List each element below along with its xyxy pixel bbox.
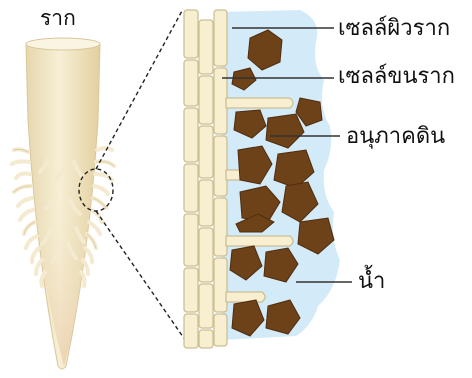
epidermis-cell-label: เซลล์ผิวราก (338, 18, 450, 40)
zoom-line-top (96, 9, 183, 169)
root-top-cut (26, 38, 100, 50)
soil-particle-label: อนุภาคดิน (346, 126, 445, 148)
magnified-section (184, 10, 352, 348)
zoom-line-bottom (96, 211, 190, 347)
root-illustration (12, 9, 190, 369)
cell-column (184, 10, 227, 348)
root-title: ราก (40, 8, 76, 29)
root-hair-cell-label: เซลล์ขนราก (338, 66, 455, 88)
water-label: น้ำ (358, 271, 385, 293)
